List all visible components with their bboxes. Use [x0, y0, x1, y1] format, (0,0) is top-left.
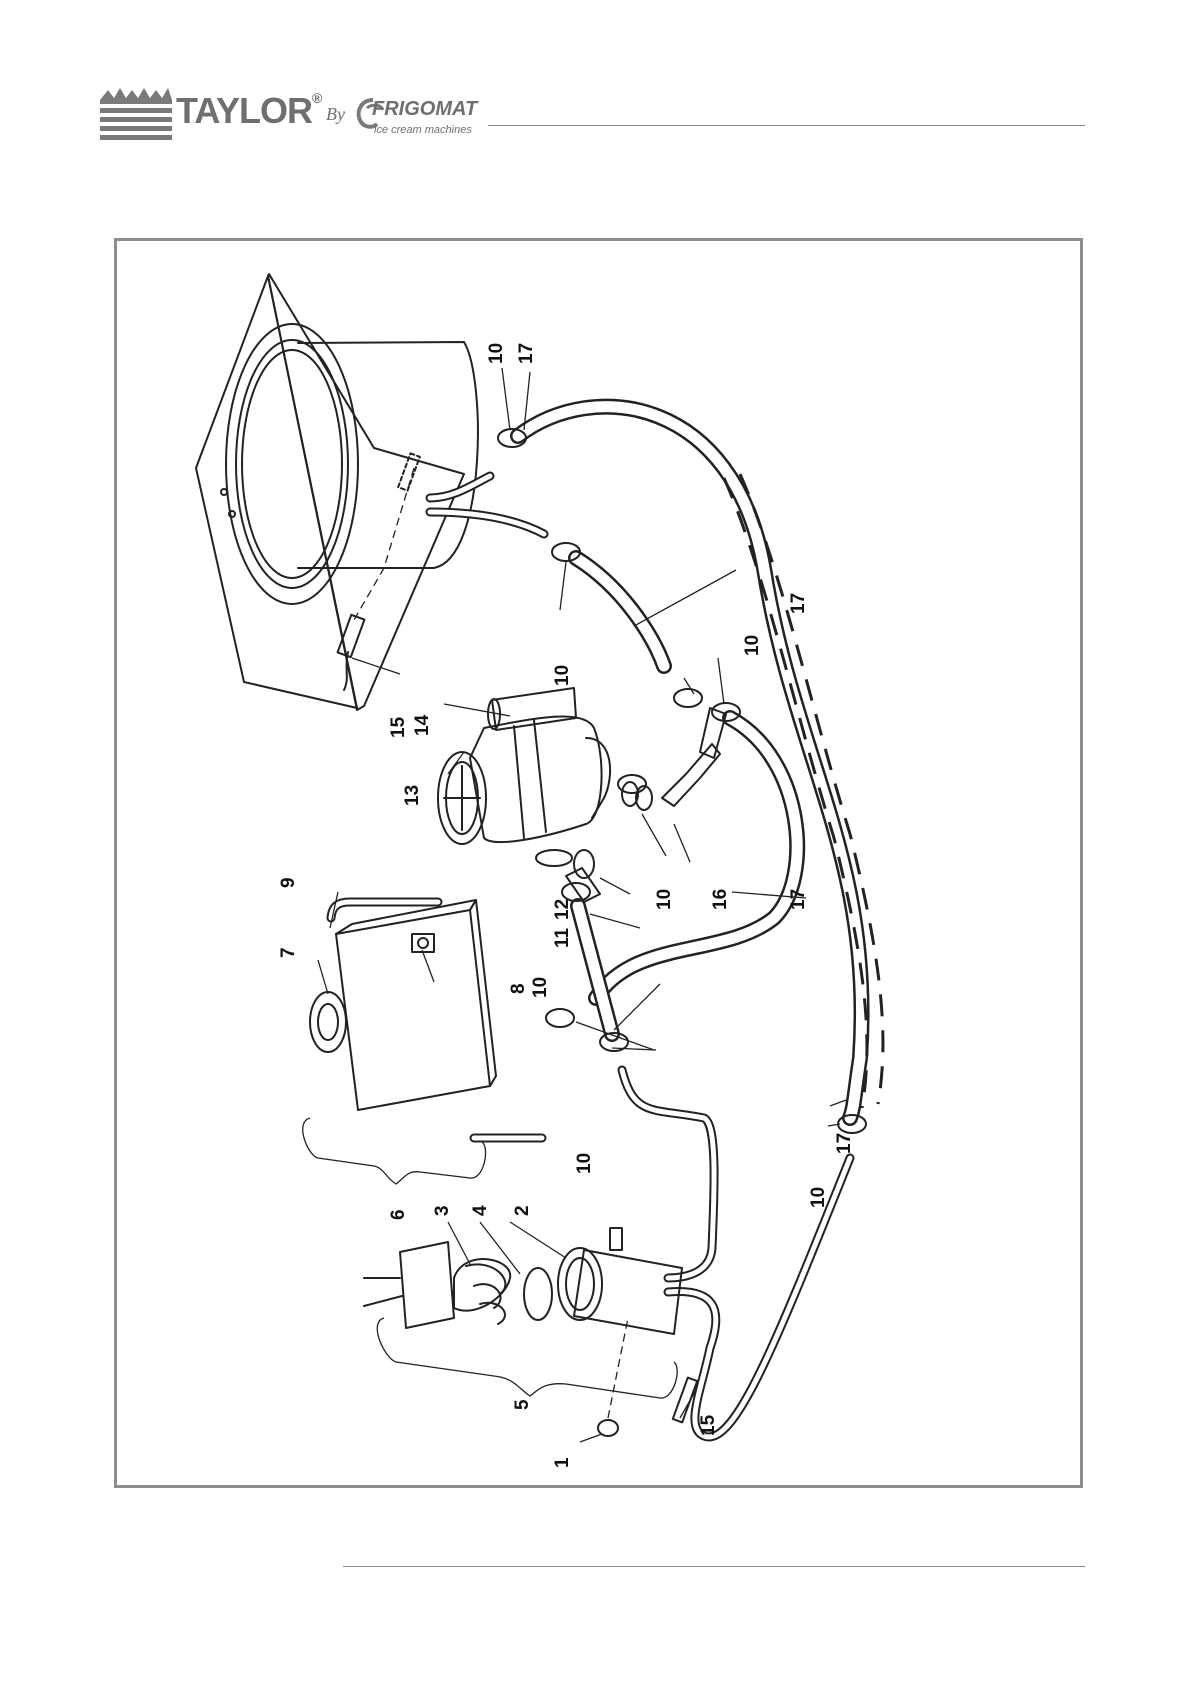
exploded-parts-diagram: 1 2 3 4 5 6 7 8 9 10 10 10 10 10 10 10 1… [114, 238, 1083, 1488]
callout-label: 10 [574, 1153, 595, 1174]
header-rule [488, 125, 1085, 126]
callout-label: 12 [552, 899, 573, 920]
callout-label: 1 [552, 1457, 573, 1468]
by-text: By [326, 104, 345, 125]
callout-label: 11 [552, 927, 573, 948]
pump-motor [438, 688, 610, 866]
frigomat-tagline: ice cream machines [374, 124, 472, 136]
callout-label: 3 [432, 1205, 453, 1216]
group-braces [303, 1118, 677, 1398]
footer-rule [343, 1566, 1085, 1567]
callout-label: 4 [470, 1205, 491, 1216]
callout-label: 10 [486, 343, 507, 364]
callout-label: 17 [516, 343, 537, 364]
callout-label: 10 [654, 889, 675, 910]
callout-label: 17 [834, 1133, 855, 1154]
hose-clamps [498, 429, 866, 1133]
callout-label: 10 [742, 635, 763, 656]
taylor-wordmark: TAYLOR® [176, 90, 321, 132]
frigomat-wordmark: FRIGOMAT [372, 98, 477, 121]
callout-label: 8 [508, 983, 529, 994]
callout-label: 10 [552, 665, 573, 686]
water-tank [310, 900, 496, 1110]
callout-label: 17 [788, 889, 809, 910]
callout-label: 7 [278, 947, 299, 958]
callout-label: 5 [512, 1399, 533, 1410]
callout-label: 14 [412, 714, 433, 736]
callout-label: 2 [512, 1205, 533, 1216]
fittings [566, 708, 726, 902]
callout-label: 9 [278, 877, 299, 888]
tank-assembly [196, 274, 478, 710]
callout-label: 15 [698, 1414, 719, 1436]
callout-label: 10 [530, 977, 551, 998]
page-header: TAYLOR® By FRIGOMAT ice cream machines [100, 86, 1085, 146]
callout-label: 16 [710, 889, 731, 910]
callout-label: 10 [808, 1187, 829, 1208]
callout-label: 13 [402, 785, 423, 806]
hoses [331, 407, 883, 1437]
callout-label: 17 [788, 593, 809, 614]
callout-label: 15 [388, 716, 409, 738]
taylor-crown-logo [100, 86, 172, 142]
callout-label: 6 [388, 1209, 409, 1220]
